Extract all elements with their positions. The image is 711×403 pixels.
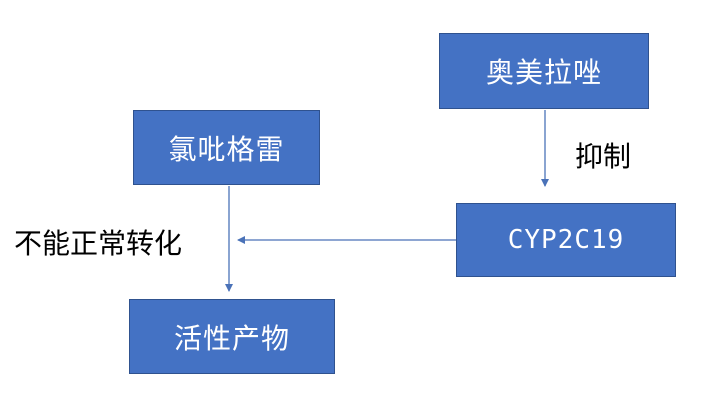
omeprazole-label: 奥美拉唑 — [485, 56, 602, 89]
clopidogrel-label: 氯吡格雷 — [168, 132, 285, 166]
active-product-label: 活性产物 — [173, 321, 290, 355]
cyp2c19-label: CYP2C19 — [507, 225, 625, 255]
cyp2c19-node: CYP2C19 — [456, 203, 676, 277]
no-conversion-edge-label: 不能正常转化 — [14, 227, 183, 260]
inhibit-edge-label: 抑制 — [575, 140, 632, 173]
omeprazole-node: 奥美拉唑 — [439, 33, 649, 109]
active-product-node: 活性产物 — [129, 299, 335, 374]
clopidogrel-node: 氯吡格雷 — [133, 110, 320, 185]
